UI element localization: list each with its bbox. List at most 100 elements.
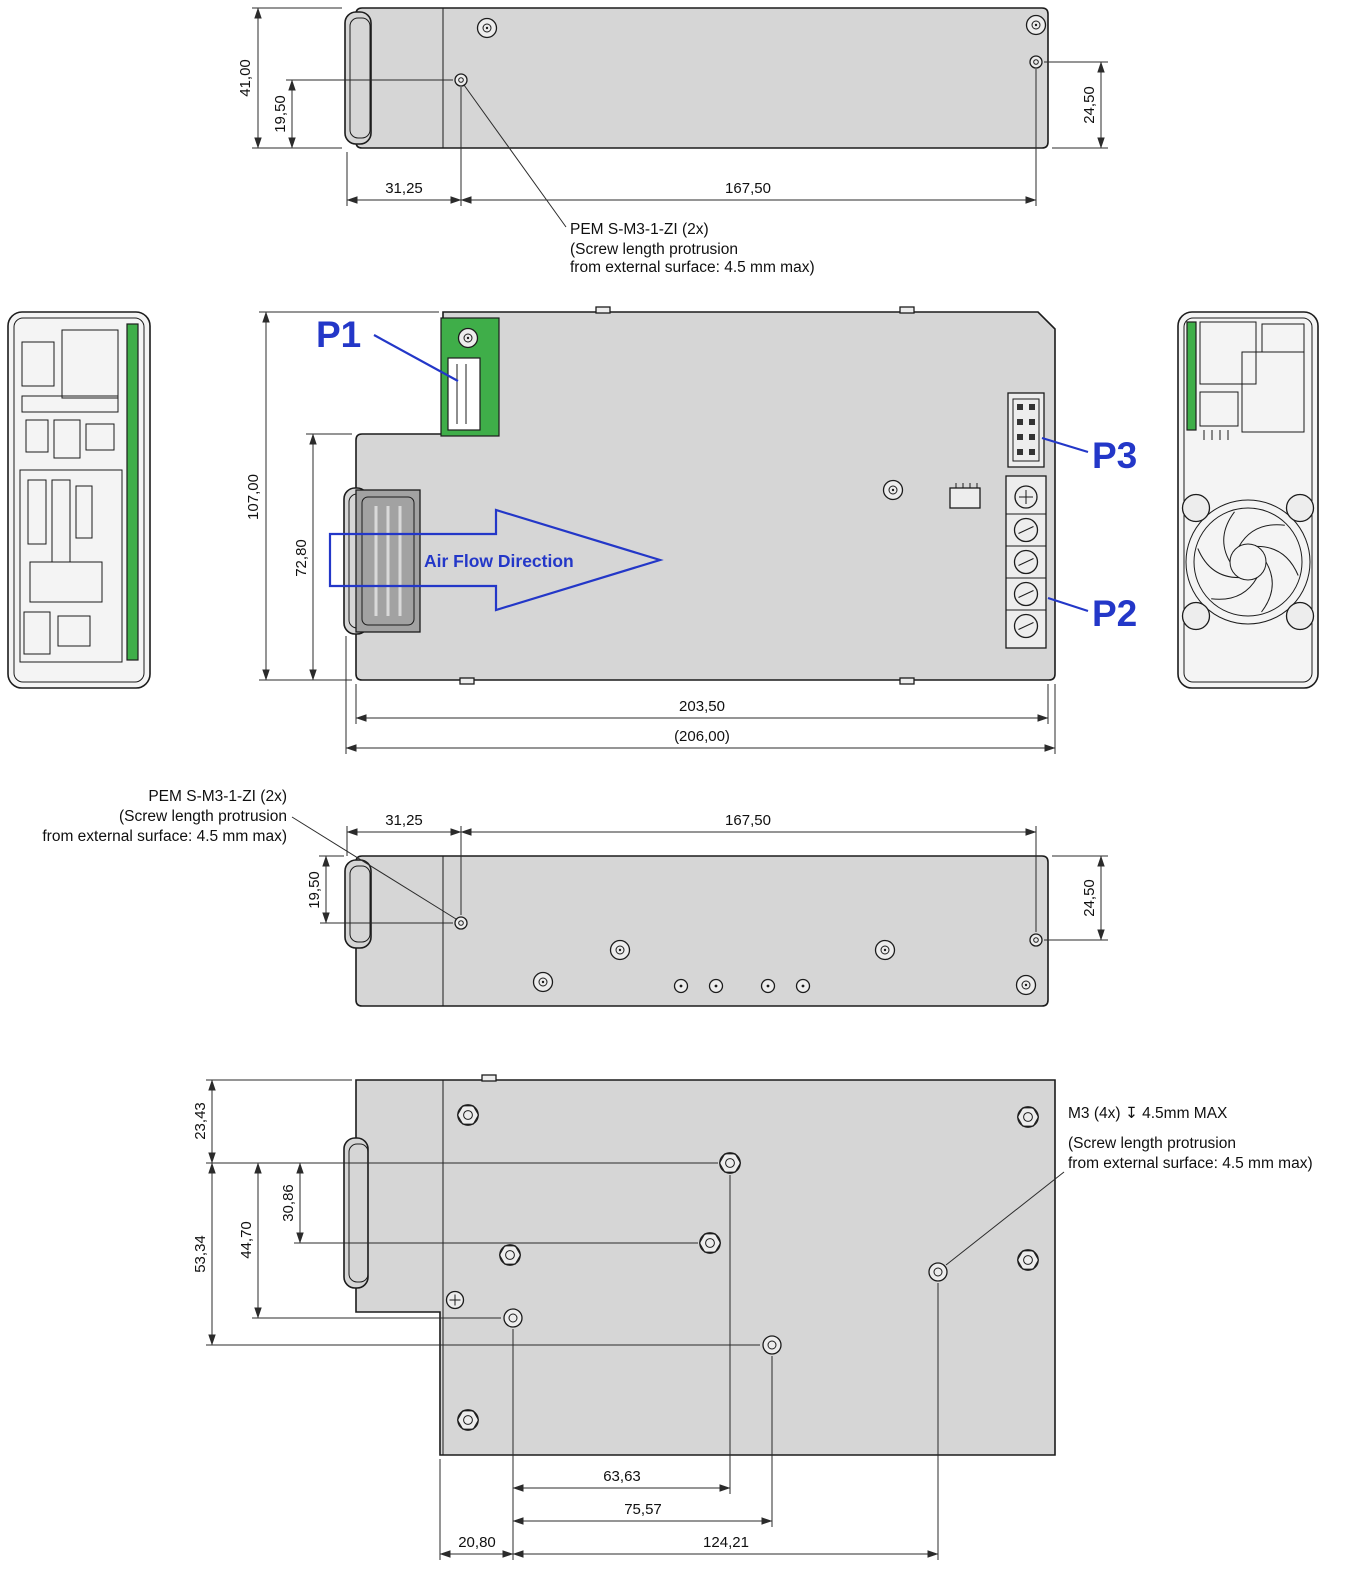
inlet-cap bbox=[344, 859, 372, 949]
p2-label: P2 bbox=[1092, 593, 1137, 634]
dim-right-screw-offset: 24,50 bbox=[1044, 855, 1108, 941]
pan-screw bbox=[1015, 974, 1037, 996]
vent-hole bbox=[795, 978, 811, 994]
pan-screw bbox=[476, 17, 498, 39]
pan-screw bbox=[609, 939, 631, 961]
dim-text: 53,34 bbox=[192, 1235, 209, 1273]
dim-text: 72,80 bbox=[293, 539, 310, 577]
dim-text: 31,25 bbox=[385, 812, 423, 829]
input-module bbox=[19, 469, 123, 663]
dim-edge-to-hole: 20,80 bbox=[439, 1459, 514, 1560]
view-plan: Air Flow Direction P1 P3 P2 107,00 72,80… bbox=[245, 306, 1137, 754]
dim-text: 167,50 bbox=[725, 812, 771, 829]
fan bbox=[1185, 499, 1311, 625]
dim-text: 107,00 bbox=[245, 474, 262, 520]
dim-text: 23,43 bbox=[192, 1102, 209, 1140]
callout-line: M3 (4x) ↧ 4.5mm MAX bbox=[1068, 1105, 1228, 1122]
dim-text: 75,57 bbox=[624, 1501, 662, 1518]
callout-m3: M3 (4x) ↧ 4.5mm MAX (Screw length protru… bbox=[945, 1105, 1313, 1266]
mounting-hole bbox=[928, 1262, 948, 1282]
view-right-end bbox=[1177, 311, 1319, 689]
terminal-screw bbox=[1013, 613, 1039, 639]
callout-line: (Screw length protrusion bbox=[1068, 1135, 1236, 1152]
dim-text: (206,00) bbox=[674, 728, 730, 745]
mounting-hole bbox=[503, 1308, 523, 1328]
inlet-cap bbox=[343, 1137, 369, 1289]
callout-line: from external surface: 4.5 mm max) bbox=[570, 259, 815, 276]
terminal-screw bbox=[1014, 485, 1038, 509]
dim-text: 203,50 bbox=[679, 698, 725, 715]
view-left-end bbox=[7, 311, 151, 689]
dim-screw-from-left: 31,25 bbox=[346, 812, 462, 915]
dim-text: 31,25 bbox=[385, 180, 423, 197]
chassis-bottom-outline bbox=[355, 1079, 1056, 1456]
dim-screw-spacing: 167,50 bbox=[460, 812, 1037, 932]
p1-screw bbox=[457, 327, 479, 349]
view-bottom-profile: 31,25 167,50 19,50 24,50 PEM S-M3-1-ZI (… bbox=[42, 788, 1108, 1007]
dim-text: 44,70 bbox=[238, 1221, 255, 1259]
pan-screw bbox=[874, 939, 896, 961]
hex-standoff-hole bbox=[456, 1104, 480, 1126]
p3-label: P3 bbox=[1092, 435, 1137, 476]
dim-screw-to-top: 19,50 bbox=[306, 855, 453, 924]
pan-screw bbox=[532, 971, 554, 993]
dim-overall-width: 107,00 bbox=[245, 311, 439, 681]
callout-pem-bottom: PEM S-M3-1-ZI (2x) (Screw length protrus… bbox=[42, 788, 457, 920]
pcb-edge bbox=[1186, 321, 1197, 431]
dip-switch bbox=[949, 487, 981, 509]
pem-stud bbox=[454, 916, 468, 930]
pcb-edge bbox=[126, 323, 139, 661]
callout-line: from external surface: 4.5 mm max) bbox=[1068, 1155, 1313, 1172]
dim-screw-to-bottom: 19,50 bbox=[272, 79, 453, 149]
p3-connector bbox=[1007, 392, 1045, 468]
dim-top-to-row1: 23,43 bbox=[192, 1079, 718, 1164]
pan-screw bbox=[1025, 14, 1047, 36]
dim-screw-spacing: 167,50 bbox=[460, 69, 1037, 206]
dim-overall-length: (206,00) bbox=[345, 636, 1056, 754]
p1-plug bbox=[447, 357, 481, 431]
dim-text: 30,86 bbox=[280, 1184, 297, 1222]
dim-text: 19,50 bbox=[306, 871, 323, 909]
chassis-side-outline bbox=[355, 855, 1049, 1007]
callout-line: PEM S-M3-1-ZI (2x) bbox=[570, 221, 709, 238]
callout-pem-top: PEM S-M3-1-ZI (2x) (Screw length protrus… bbox=[463, 84, 815, 276]
vent-hole bbox=[708, 978, 724, 994]
fan-mount-boss bbox=[1181, 493, 1211, 523]
hex-standoff-hole bbox=[498, 1244, 522, 1266]
fan-mount-boss bbox=[1181, 601, 1211, 631]
terminal-screw bbox=[1013, 581, 1039, 607]
dim-hole-span-b: 75,57 bbox=[512, 1356, 773, 1527]
dim-text: 24,50 bbox=[1081, 86, 1098, 124]
vent-hole bbox=[760, 978, 776, 994]
dim-hole-span-c: 124,21 bbox=[512, 1283, 939, 1560]
vent-hole bbox=[673, 978, 689, 994]
dim-hole-span-a: 63,63 bbox=[512, 1175, 731, 1560]
callout-line: from external surface: 4.5 mm max) bbox=[42, 828, 287, 845]
callout-line: PEM S-M3-1-ZI (2x) bbox=[148, 788, 287, 805]
left-end-outline bbox=[7, 311, 151, 689]
dim-text: 124,21 bbox=[703, 1534, 749, 1551]
hex-standoff-hole bbox=[698, 1232, 722, 1254]
hex-standoff-hole bbox=[718, 1152, 742, 1174]
terminal-screw bbox=[1013, 549, 1039, 575]
chassis-top-outline bbox=[355, 311, 1056, 681]
hex-standoff-hole bbox=[1016, 1106, 1040, 1128]
dim-text: 63,63 bbox=[603, 1468, 641, 1485]
pem-stud bbox=[454, 73, 468, 87]
dim-text: 41,00 bbox=[237, 59, 254, 97]
view-bottom: 23,43 53,34 44,70 30,86 63,63 75,57 124,… bbox=[192, 1074, 1313, 1560]
hex-standoff-hole bbox=[456, 1409, 480, 1431]
hex-standoff-hole bbox=[1016, 1249, 1040, 1271]
fan-mount-boss bbox=[1285, 493, 1315, 523]
callout-line: (Screw length protrusion bbox=[570, 241, 738, 258]
dim-body-length: 203,50 bbox=[355, 684, 1049, 724]
dim-row1-to-row3: 44,70 bbox=[238, 1162, 501, 1319]
p1-label: P1 bbox=[316, 314, 361, 355]
view-top-profile: 41,00 19,50 24,50 31,25 167,50 PEM S-M3-… bbox=[237, 7, 1108, 276]
callout-line: (Screw length protrusion bbox=[119, 808, 287, 825]
air-flow-arrow bbox=[328, 508, 664, 612]
dim-text: 24,50 bbox=[1081, 879, 1098, 917]
mounting-hole bbox=[762, 1335, 782, 1355]
